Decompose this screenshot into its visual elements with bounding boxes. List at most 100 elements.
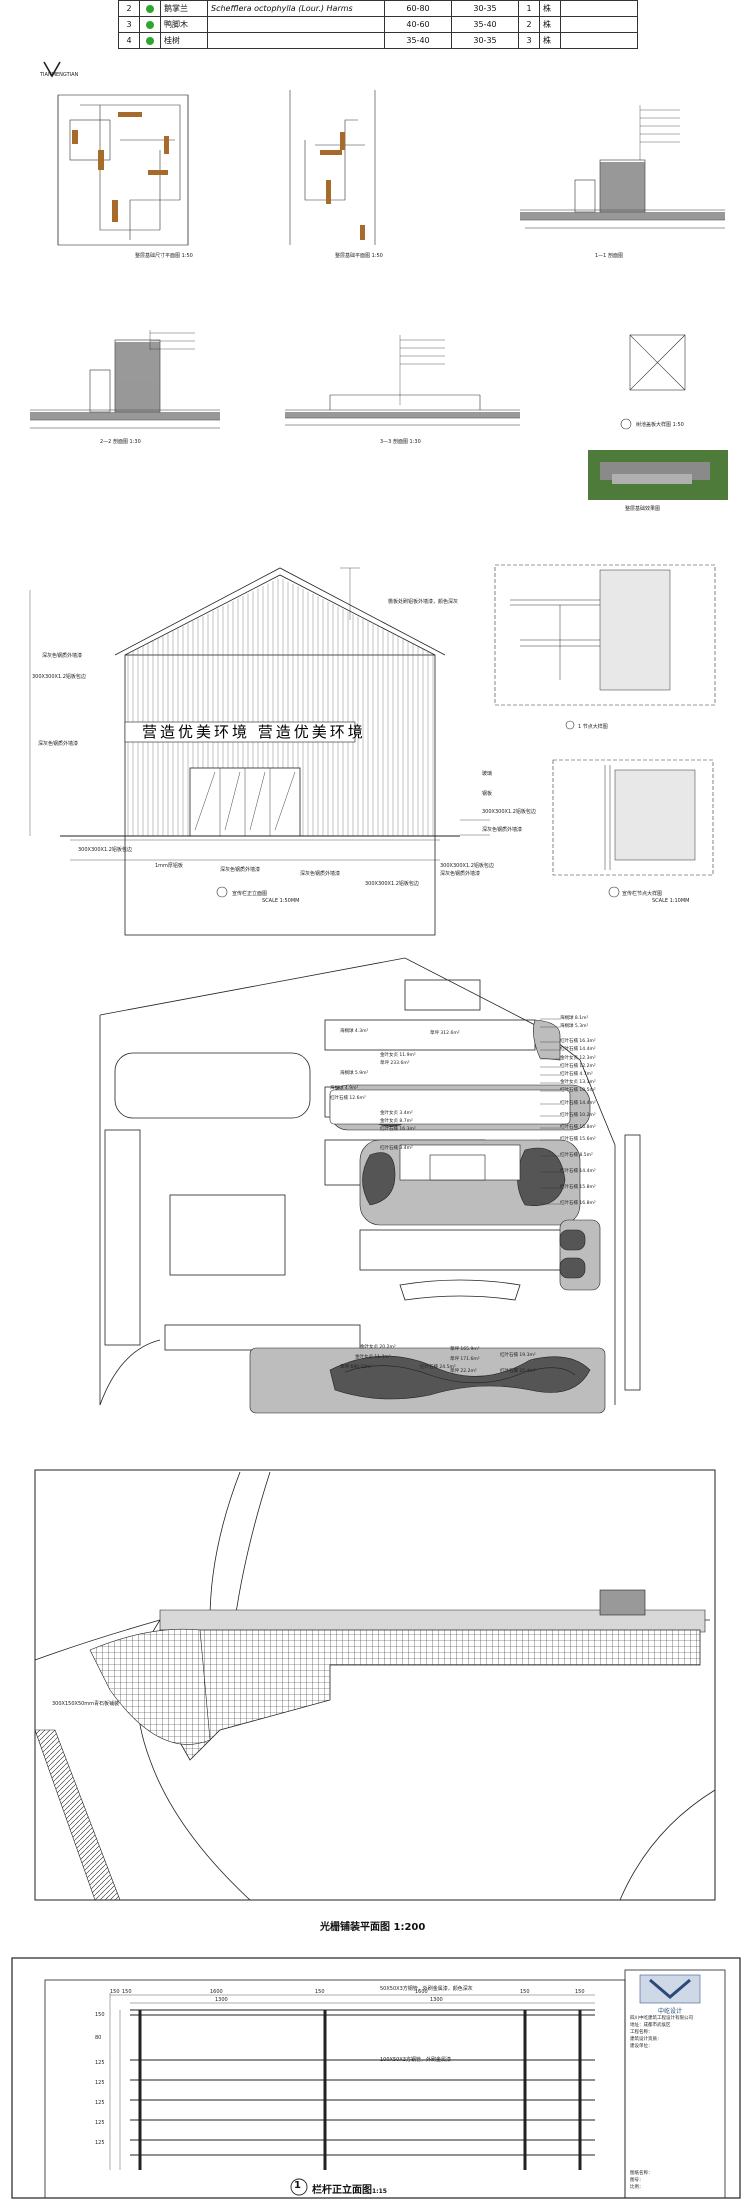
railing-caption-number: 1	[294, 2180, 301, 2191]
plant-width: 30-35	[451, 32, 519, 49]
leaf-icon	[139, 16, 161, 33]
plant-no: 2	[118, 0, 140, 17]
elevation-caption: 宣传栏正立面图	[232, 891, 268, 897]
detail-a-caption: 1 节点大样图	[578, 724, 608, 730]
railing-sheet	[11, 1957, 741, 2199]
bottom-note-5: 300X300X1.2铝板包边	[365, 881, 419, 887]
bottom-note-6: 300X300X1.2铝板包边	[440, 863, 494, 869]
dim-top: 150	[110, 1989, 120, 1995]
section-3-caption: 3—3 剖面图 1:30	[380, 439, 421, 445]
plant-height: 60-80	[384, 0, 452, 17]
plant-name: 鹅掌兰	[160, 0, 208, 17]
area-label: 红叶石楠 14.4m²	[560, 1169, 596, 1174]
dim-mid: 1300	[215, 1997, 228, 2003]
bottom-note-3: 深灰色钢质外墙漆	[220, 867, 261, 873]
area-label: 海桐球 8.1m²	[560, 1016, 589, 1021]
paving-caption-text: 光栅铺装平面图	[320, 1922, 390, 1933]
area-label: 金叶女贞 8.7m²	[380, 1119, 413, 1124]
area-label: 红叶石楠 16.3m²	[380, 1127, 416, 1132]
left-note-1: 深灰色钢质外墙漆	[42, 653, 83, 659]
right-note-2: 钢板	[482, 791, 493, 797]
dim-left: 150	[95, 2012, 105, 2018]
plant-no: 3	[118, 16, 140, 33]
area-label: 金叶女贞 13.1m²	[560, 1080, 596, 1085]
bottom-note-1: 300X300X1.2铝板包边	[78, 847, 132, 853]
plant-name: 桂树	[160, 32, 208, 49]
plant-latin	[207, 16, 385, 33]
leaf-icon	[146, 36, 154, 45]
detail-b-caption: 宣传栏节点大样图	[622, 891, 663, 897]
dim-top: 1600	[210, 1989, 223, 1995]
paving-plan	[34, 1469, 716, 1901]
dim-left: 125	[95, 2060, 105, 2066]
area-label: 红叶石楠 19.3m²	[500, 1353, 536, 1358]
area-label: 红叶石楠 15.6m²	[560, 1137, 596, 1142]
area-label: 金叶女贞 12.3m²	[560, 1056, 596, 1061]
area-label: 红叶石楠 10.2m²	[560, 1113, 596, 1118]
area-label: 草坪 312.6m²	[430, 1031, 460, 1036]
area-label: 草坪 690.22m²	[340, 1365, 373, 1370]
area-label: 草坪 171.6m²	[450, 1357, 480, 1362]
dim-mid: 1300	[430, 1997, 443, 2003]
plant-unit: 株	[539, 16, 561, 33]
right-note-3: 300X300X1.2铝板包边	[482, 809, 536, 815]
leaf-icon	[146, 4, 154, 13]
area-label: 红叶石楠 16.8m²	[560, 1201, 596, 1206]
blank-cell	[560, 0, 638, 17]
bottom-note-4: 深灰色钢质外墙漆	[300, 871, 341, 877]
facade-top-note: 檐板处刷铝板外墙漆，颜色深灰	[388, 599, 459, 605]
plant-qty: 3	[518, 32, 540, 49]
bottom-note-7: 深灰色钢质外墙漆	[440, 871, 481, 877]
dim-left: 125	[95, 2140, 105, 2146]
dim-top: 150	[520, 1989, 530, 1995]
title-block: 四川中屹建筑工程设计有限公司地址：成都市武侯区工程名称：建筑设计资质：建设单位：…	[630, 2015, 722, 2191]
plant-height: 40-60	[384, 16, 452, 33]
planting-plan	[99, 957, 641, 1414]
plant-height: 35-40	[384, 32, 452, 49]
dim-top: 150	[575, 1989, 585, 1995]
area-label: 红叶石楠 10.5m²	[560, 1088, 596, 1093]
section-1-caption: 1—1 剖面图	[595, 253, 623, 259]
plant-width: 35-40	[451, 16, 519, 33]
right-note-4: 深灰色钢质外墙漆	[482, 827, 523, 833]
leaf-icon	[139, 0, 161, 17]
area-label: 金叶女贞 3.4m²	[380, 1111, 413, 1116]
dim-top: 150	[315, 1989, 325, 1995]
bottom-note-2: 1mm厚铝板	[155, 863, 183, 869]
plant-latin	[207, 32, 385, 49]
dim-top: 1600	[415, 1989, 428, 1995]
leaf-icon	[146, 20, 154, 29]
area-label: 红叶石楠 15.8m²	[560, 1125, 596, 1130]
area-label: 红叶石楠 4.7m²	[560, 1072, 593, 1077]
plan-b-caption: 整层基础平面图 1:50	[335, 253, 383, 259]
paving-label: 300X150X50mm青石板铺装	[52, 1701, 120, 1707]
railing-note-b: 100X50X3方钢管，外刷金属漆	[380, 2057, 451, 2063]
area-label: 海桐球 5.9m²	[340, 1071, 369, 1076]
title-block-line: 地址：成都市武侯区	[630, 2023, 671, 2028]
title-block-line: 四川中屹建筑工程设计有限公司	[630, 2016, 693, 2021]
blank-cell	[560, 16, 638, 33]
dim-left: 125	[95, 2080, 105, 2086]
railing-caption-scale: 1:15	[372, 2188, 387, 2195]
area-label: 金叶女贞 11.9m²	[380, 1053, 416, 1058]
area-label: 红叶石楠 14.4m²	[560, 1101, 596, 1106]
area-label: 海桐球 5.3m²	[560, 1024, 589, 1029]
plan-a-caption: 整层基础尺寸平面图 1:50	[135, 253, 193, 259]
plant-width: 30-35	[451, 0, 519, 17]
area-label: 海桐球 4.3m²	[340, 1029, 369, 1034]
area-label: 红叶石楠 16.3m²	[560, 1039, 596, 1044]
railing-caption: 栏杆正立面图1:15	[312, 2181, 387, 2196]
area-label: 红叶石楠 24.5m²	[420, 1365, 456, 1370]
dim-top: 150	[122, 1989, 132, 1995]
plant-no: 4	[118, 32, 140, 49]
railing-caption-text: 栏杆正立面图	[312, 2185, 372, 2196]
right-note-1: 玻璃	[482, 771, 493, 777]
title-block-line: 建筑设计资质：	[630, 2037, 662, 2042]
detail-b-scale: SCALE 1:10MM	[652, 898, 690, 904]
title-block-line: 工程名称：	[630, 2030, 653, 2035]
sheet1-drawing	[30, 61, 728, 500]
